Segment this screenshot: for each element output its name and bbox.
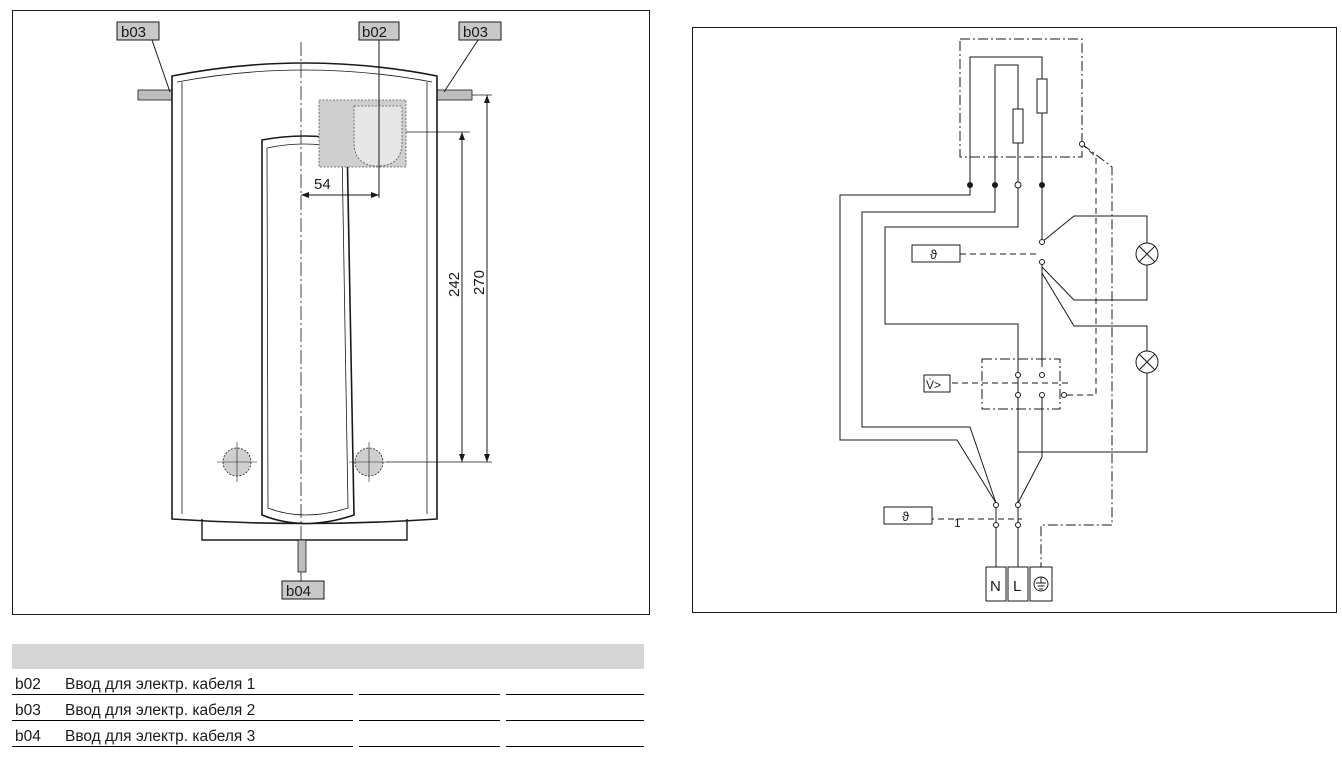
flow-switch-symbol (923, 374, 951, 393)
water-connection-right (349, 442, 389, 482)
legend-code: b02 (15, 676, 41, 693)
cable-entry-right (436, 89, 473, 101)
thermostat-symbol-text: ϑ (930, 247, 938, 262)
front-panel (261, 135, 355, 525)
dim-270: 270 (471, 270, 488, 295)
legend-header-cell (505, 644, 644, 669)
legend-description: Ввод для электр. кабеля 2 (65, 702, 256, 719)
limiter-symbol-text: ϑ (902, 509, 910, 524)
limiter-symbol (883, 506, 933, 525)
terminal-n: N (990, 578, 1001, 595)
terminal-block (985, 566, 1053, 602)
legend-row: b04 Ввод для электр. кабеля 3 (12, 721, 644, 747)
indicator-lamp-2 (1135, 350, 1159, 374)
water-connection-left (217, 442, 257, 482)
cable-entry-left (137, 89, 174, 101)
label-b02: b02 (362, 24, 387, 41)
indicator-lamp-1 (1135, 242, 1159, 266)
label-b03-left: b03 (121, 24, 146, 41)
cable-entry-bottom (297, 539, 307, 573)
legend-header-row (12, 644, 644, 669)
legend-code: b03 (15, 702, 41, 719)
legend-code: b04 (15, 728, 41, 745)
legend-description: Ввод для электр. кабеля 3 (65, 728, 256, 745)
legend-header-cell (12, 644, 354, 669)
limiter-mark: 1 (954, 516, 961, 530)
label-b03-right: b03 (463, 24, 488, 41)
earth-terminal-icon (1033, 576, 1049, 592)
dim-242: 242 (446, 272, 463, 297)
flow-switch-text: V̇> (926, 378, 941, 392)
label-b04: b04 (286, 583, 311, 600)
legend-row: b02 Ввод для электр. кабеля 1 (12, 669, 644, 695)
legend-description: Ввод для электр. кабеля 1 (65, 676, 256, 693)
dim-54: 54 (314, 176, 331, 193)
wiring-diagram: ϑ V̇> ϑ 1 N L (692, 27, 1337, 613)
dimension-drawing: 54 242 270 b03 b02 b03 b04 (12, 10, 650, 615)
legend-row: b03 Ввод для электр. кабеля 2 (12, 695, 644, 721)
terminal-l: L (1013, 578, 1021, 595)
legend-header-cell (359, 644, 500, 669)
thermostat-symbol (911, 244, 961, 263)
flow-switch-enclosure (981, 358, 1061, 410)
